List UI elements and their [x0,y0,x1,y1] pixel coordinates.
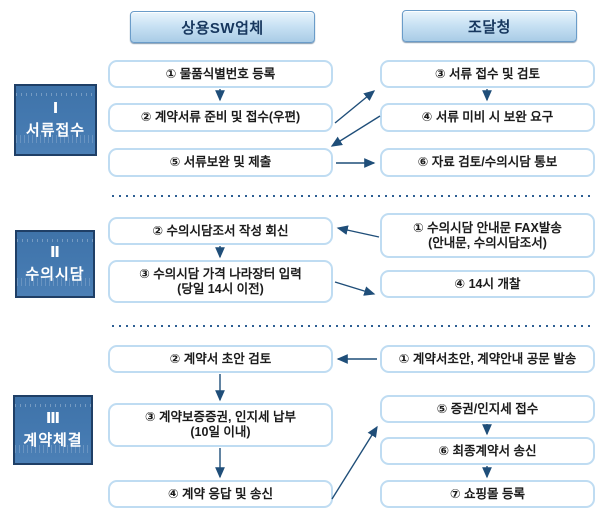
phase-numeral: Ⅰ [52,100,59,117]
phase-numeral: Ⅲ [45,410,61,427]
phase-label: 서류접수 [25,122,86,139]
step-box-contract-reply-send: ④ 계약 응답 및 송신 [108,480,333,508]
step-label: ⑦ 쇼핑몰 등록 [449,486,526,501]
phase-box-contract-signing: Ⅲ 계약체결 [13,395,93,465]
step-box-receive-bond-stamp: ⑤ 증권/인지세 접수 [380,395,595,423]
step-box-prepare-documents: ② 계약서류 준비 및 접수(우편) [108,103,333,132]
step-label-line1: ① 수의시담 안내문 FAX발송 [413,220,562,235]
step-label: ① 계약서초안, 계약안내 공문 발송 [398,351,577,366]
step-box-request-supplement: ④ 서류 미비 시 보완 요구 [380,103,595,132]
phase-numeral: Ⅱ [50,244,60,261]
step-box-negotiation-reply: ② 수의시담조서 작성 회신 [108,217,333,245]
phase-label: 수의시담 [25,266,85,283]
step-box-fax-guide: ① 수의시담 안내문 FAX발송 (안내문, 수의시담조서) [380,213,595,258]
column-header-agency: 조달청 [402,10,577,42]
column-header-vendor-label: 상용SW업체 [181,19,264,37]
step-label-line2: (안내문, 수의시담조서) [428,235,547,250]
step-label: ⑥ 자료 검토/수의시담 통보 [417,155,558,169]
step-label: ⑤ 서류보완 및 제출 [169,155,272,169]
step-box-receive-and-review: ③ 서류 접수 및 검토 [380,60,595,88]
step-label: ① 물품식별번호 등록 [165,66,276,81]
step-label: ④ 14시 개찰 [454,276,521,291]
section-separator-1 [112,195,595,197]
step-box-price-input: ③ 수의시담 가격 나라장터 입력 (당일 14시 이전) [108,260,333,303]
step-label: ② 수의시담조서 작성 회신 [152,223,289,238]
step-label: ② 계약서류 준비 및 접수(우편) [140,110,301,124]
step-box-fix-and-submit: ⑤ 서류보완 및 제출 [108,148,333,177]
step-box-draft-review: ② 계약서 초안 검토 [108,345,333,373]
step-box-final-contract-send: ⑥ 최종계약서 송신 [380,437,595,465]
step-label: ⑤ 증권/인지세 접수 [436,401,539,416]
step-box-draft-dispatch: ① 계약서초안, 계약안내 공문 발송 [380,345,595,373]
arrow-s1-4-to-5 [330,115,381,147]
step-label-line1: ③ 계약보증증권, 인지세 납부 [145,410,296,424]
step-label: ⑥ 최종계약서 송신 [438,443,537,458]
phase-label: 계약체결 [23,432,83,449]
arrow-s2-3-to-4 [334,281,376,296]
arrow-s1-2-to-3 [334,90,376,124]
step-label-line1: ③ 수의시담 가격 나라장터 입력 [139,266,302,281]
step-box-bond-stamp-payment: ③ 계약보증증권, 인지세 납부 (10일 이내) [108,403,333,447]
section-separator-2 [112,325,595,327]
step-label: ④ 계약 응답 및 송신 [168,486,273,501]
column-header-agency-label: 조달청 [468,18,511,36]
arrow-s3-4-to-5 [331,425,378,500]
step-box-bid-opening: ④ 14시 개찰 [380,270,595,298]
step-box-item-number-registration: ① 물품식별번호 등록 [108,60,333,88]
step-label: ② 계약서 초안 검토 [169,351,272,366]
arrow-s2-1-to-2 [336,225,380,238]
step-box-review-notify: ⑥ 자료 검토/수의시담 통보 [380,148,595,177]
phase-box-negotiation: Ⅱ 수의시담 [15,230,95,298]
step-label: ④ 서류 미비 시 보완 요구 [421,110,554,124]
column-header-vendor: 상용SW업체 [130,11,315,43]
phase-box-document-receipt: Ⅰ 서류접수 [14,84,97,156]
step-label: ③ 서류 접수 및 검토 [435,66,540,81]
step-label-line2: (당일 14시 이전) [177,281,264,296]
step-box-mall-registration: ⑦ 쇼핑몰 등록 [380,480,595,508]
step-label-line2: (10일 이내) [190,425,251,439]
